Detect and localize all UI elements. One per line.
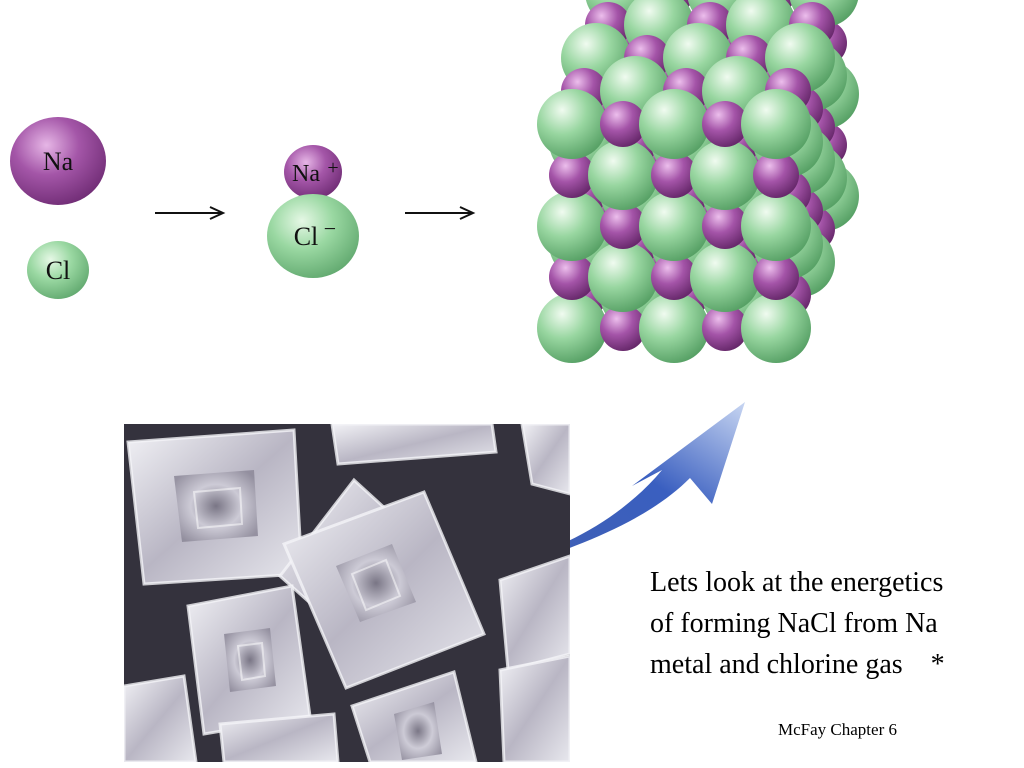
lattice-chloride-ion [690,242,760,312]
right-arrow-icon [155,206,226,220]
lattice-sodium-ion [702,203,748,249]
lattice-sodium-ion [702,305,748,351]
caption-line-3: metal and chlorine gas * [650,649,945,680]
lattice-chloride-ion [639,191,709,261]
lattice-sodium-ion [600,203,646,249]
nacl-lattice [537,0,859,363]
chlorine-atom: Cl [27,241,89,299]
lattice-sodium-ion [600,101,646,147]
lattice-chloride-ion [537,89,607,159]
lattice-sodium-ion [549,152,595,198]
caption-text: Lets look at the energetics of forming N… [650,562,1020,685]
lattice-chloride-ion [639,89,709,159]
lattice-chloride-ion [537,293,607,363]
sodium-ion: Na + [284,145,342,199]
lattice-sodium-ion [651,152,697,198]
caption-line-1: Lets look at the energetics [650,567,944,598]
lattice-sodium-ion [549,254,595,300]
lattice-chloride-ion [690,140,760,210]
chloride-ion-charge: − [324,216,336,241]
chloride-ion: Cl − [267,194,359,278]
lattice-sodium-ion [651,254,697,300]
sodium-atom: Na [10,117,106,205]
lattice-chloride-ion [537,191,607,261]
chlorine-atom-label: Cl [46,256,71,285]
right-arrow-icon [405,206,476,220]
footer-text: McFay Chapter 6 [778,720,897,739]
lattice-sodium-ion [702,101,748,147]
lattice-chloride-ion [741,191,811,261]
lattice-chloride-ion [741,89,811,159]
lattice-sodium-ion [600,305,646,351]
lattice-chloride-ion [588,140,658,210]
sodium-ion-charge: + [327,157,338,179]
lattice-sodium-ion [753,254,799,300]
lattice-chloride-ion [588,242,658,312]
caption-line-2: of forming NaCl from Na [650,608,938,639]
sodium-atom-label: Na [43,147,74,176]
salt-crystal-photo [124,424,570,762]
lattice-sodium-ion [753,152,799,198]
sodium-ion-label: Na [292,161,320,187]
chloride-ion-label: Cl [294,222,319,251]
lattice-chloride-ion [639,293,709,363]
lattice-chloride-ion [741,293,811,363]
